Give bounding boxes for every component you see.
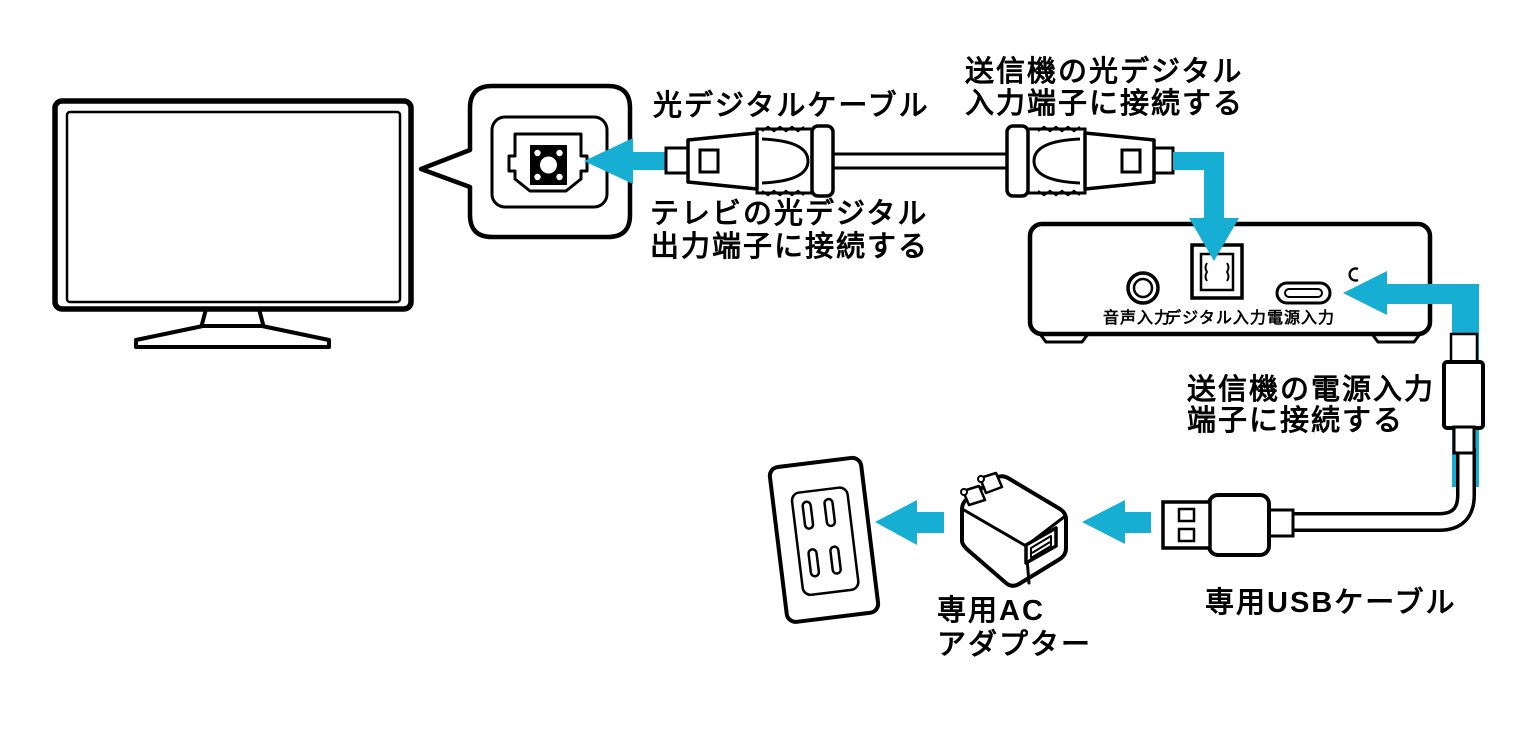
tv-illustration [52, 98, 414, 349]
label-ac-adapter: 専用AC アダプター [937, 594, 1092, 662]
ac-adapter-illustration [960, 471, 1068, 588]
grip-texture [1037, 125, 1081, 133]
plug-prong [961, 484, 987, 507]
label-connect-transmitter-power-input: 送信機の電源入力 端子に接続する [1187, 375, 1435, 437]
label-line: 送信機の電源入力 [1187, 374, 1436, 406]
usb-c-neck [1452, 425, 1476, 455]
label-optical-cable: 光デジタルケーブル [653, 90, 930, 122]
grip-texture [761, 125, 805, 133]
label-connect-tv-optical-output: テレビの光デジタル 出力端子に接続する [650, 198, 929, 264]
tv-screen [65, 110, 402, 304]
usb-cable-core [1290, 448, 1473, 529]
outlet-slot [807, 548, 821, 578]
tv-stand-base [134, 324, 331, 349]
label-line: 専用AC [937, 595, 1045, 627]
optical-pin [556, 173, 563, 181]
plug-tip [664, 146, 690, 175]
label-line: テレビの光デジタル [650, 198, 929, 230]
plug-body [1083, 131, 1156, 191]
usb-c-tip [1449, 332, 1479, 365]
usb-a-body [1207, 493, 1271, 557]
optical-pin [556, 149, 563, 157]
arrow-usba-to-adapter [1082, 500, 1151, 544]
wall-outlet-illustration [767, 455, 881, 624]
usb-c-connector [1442, 332, 1485, 455]
optical-pin [534, 173, 541, 181]
usb-cable-illustration [1161, 332, 1485, 557]
label-usb-cable: 専用USBケーブル [1205, 587, 1457, 619]
plug-dome [761, 137, 810, 185]
port-label-digital-input: デジタル入力 [1165, 310, 1267, 327]
plug-prong-hole [960, 488, 968, 496]
port-detail [1204, 262, 1209, 282]
led-hole-mark [1348, 267, 1359, 282]
optical-plug-right [1005, 124, 1175, 198]
usb-a-contact [1177, 507, 1196, 523]
optical-pin [534, 149, 541, 157]
outlet-slot [823, 497, 837, 528]
plug-collar [810, 124, 835, 198]
power-input-port-inner [1284, 288, 1323, 298]
port-label-audio-input: 音声入力 [1102, 310, 1172, 327]
outlet-slot [829, 545, 842, 575]
callout-tail [418, 147, 473, 190]
usb-a-contact [1177, 527, 1196, 543]
outlet-slot [801, 500, 815, 530]
usb-cable-outline [1290, 448, 1476, 532]
arrow-adapter-to-outlet [875, 500, 944, 545]
plug-prong [978, 471, 1004, 495]
plug-body [686, 131, 759, 191]
audio-input-jack-inner [1132, 277, 1154, 299]
plug-window [1120, 148, 1142, 174]
label-line: 入力端子に接続する [965, 88, 1245, 120]
label-line: 送信機の光デジタル [965, 56, 1244, 88]
port-label-power-input: 電源入力 [1266, 310, 1336, 327]
arrow-cable-to-digital-input [1173, 152, 1239, 261]
usb-c-body [1442, 360, 1485, 430]
plug-window [698, 148, 720, 174]
grip-texture [761, 189, 805, 197]
arrow-cable-to-tv-port [584, 138, 668, 184]
label-line: 出力端子に接続する [650, 231, 930, 263]
optical-cable-illustration [664, 124, 1175, 198]
usb-a-neck [1266, 508, 1295, 538]
label-line: 端子に接続する [1187, 405, 1405, 437]
digital-input-port-inner [1199, 252, 1235, 292]
plug-prong-hole [977, 475, 985, 483]
label-line: アダプター [937, 629, 1093, 661]
adapter-usb-tongue [1031, 541, 1051, 554]
usb-a-connector [1161, 493, 1295, 557]
transmitter-illustration [1027, 221, 1433, 344]
grip-texture [1037, 189, 1081, 197]
optical-plug-left [664, 124, 835, 198]
adapter-usb-port-inner [1030, 535, 1052, 559]
plug-dome [1032, 137, 1081, 185]
optical-lens [540, 156, 557, 174]
port-detail [1225, 262, 1230, 282]
label-connect-transmitter-optical-input: 送信機の光デジタル 入力端子に接続する [965, 56, 1244, 120]
plug-collar [1005, 124, 1030, 198]
